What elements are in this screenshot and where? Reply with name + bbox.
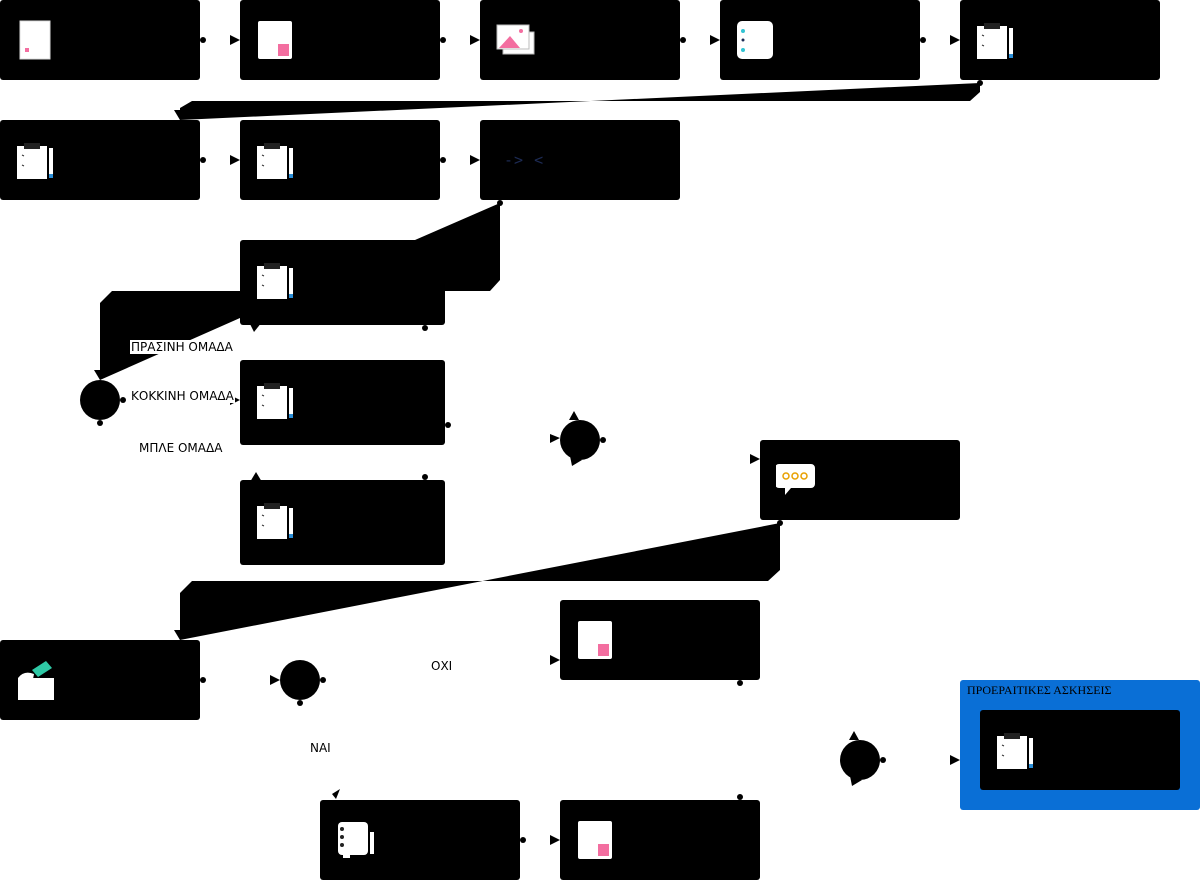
decision-gate[interactable] (280, 660, 320, 700)
clipboard-icon (257, 503, 293, 539)
connector-n6-n7 (200, 155, 240, 165)
connector-n3-n4 (680, 35, 720, 45)
activity-node-green-team[interactable] (240, 240, 445, 325)
clipboard-icon (17, 143, 53, 179)
branch-label-blue: ΜΠΛΕ ΟΜΑΔΑ (138, 441, 224, 455)
connector-gate1-branches (97, 395, 262, 482)
activity-node-6[interactable] (0, 120, 200, 200)
optional-exercises-group[interactable]: ΠΡΟΕΡΑΙΤΙΚΕΣ ΑΣΚΗΣΕΙΣ (960, 680, 1200, 810)
activity-node-hand[interactable] (0, 640, 200, 720)
clipboard-icon (257, 143, 293, 179)
activity-node-8[interactable]: -> < (480, 120, 680, 200)
activity-node-optional[interactable] (980, 710, 1180, 790)
activity-node-yes-notebook[interactable] (320, 800, 520, 880)
connector-wrap-row1-row2 (174, 80, 983, 120)
connector-yes-branch (520, 680, 960, 845)
activity-node-blue-team[interactable] (240, 480, 445, 565)
activity-node-2[interactable] (240, 0, 440, 80)
image-gallery-icon (496, 24, 535, 55)
clipboard-icon (257, 383, 293, 419)
checklist-icon (737, 21, 773, 59)
connector-n7-n8 (440, 155, 480, 165)
group-title: ΠΡΟΕΡΑΙΤΙΚΕΣ ΑΣΚΗΣΕΙΣ (967, 683, 1112, 697)
branch-label-no: ΟΧΙ (430, 659, 454, 673)
pink-document-icon (578, 821, 612, 859)
clipboard-icon (257, 263, 293, 299)
connector-n2-n3 (440, 35, 480, 45)
final-merge-gate[interactable] (840, 740, 880, 780)
activity-node-1[interactable] (0, 0, 200, 80)
code-icon: -> < (504, 151, 545, 169)
pink-document-icon (578, 621, 612, 659)
connector-n4-n5 (920, 35, 960, 45)
notebook-icon (338, 822, 374, 858)
hand-icon (18, 661, 54, 700)
activity-node-4[interactable] (720, 0, 920, 80)
clipboard-icon (997, 733, 1033, 769)
document-icon (19, 20, 51, 60)
branch-gate[interactable] (80, 380, 120, 420)
branch-label-yes: ΝΑΙ (309, 741, 332, 755)
activity-node-red-team[interactable] (240, 360, 445, 445)
connector-chat-hand (174, 520, 783, 640)
merge-gate[interactable] (560, 420, 600, 460)
activity-node-yes-document[interactable] (560, 800, 760, 880)
clipboard-icon (977, 23, 1013, 59)
pink-document-icon (258, 21, 292, 59)
connector-groups-gate2 (422, 325, 760, 480)
connector-n1-n2 (200, 35, 240, 45)
activity-node-no-document[interactable] (560, 600, 760, 680)
chat-bubble-icon (776, 464, 815, 495)
branch-label-green: ΠΡΑΣΙΝΗ ΟΜΑΔΑ (130, 340, 234, 354)
activity-node-3[interactable] (480, 0, 680, 80)
activity-node-5[interactable] (960, 0, 1160, 80)
activity-node-7[interactable] (240, 120, 440, 200)
activity-node-chat[interactable] (760, 440, 960, 520)
connector-hand-decision (200, 655, 560, 799)
branch-label-red: ΚΟΚΚΙΝΗ ΟΜΑΔΑ (130, 389, 235, 403)
